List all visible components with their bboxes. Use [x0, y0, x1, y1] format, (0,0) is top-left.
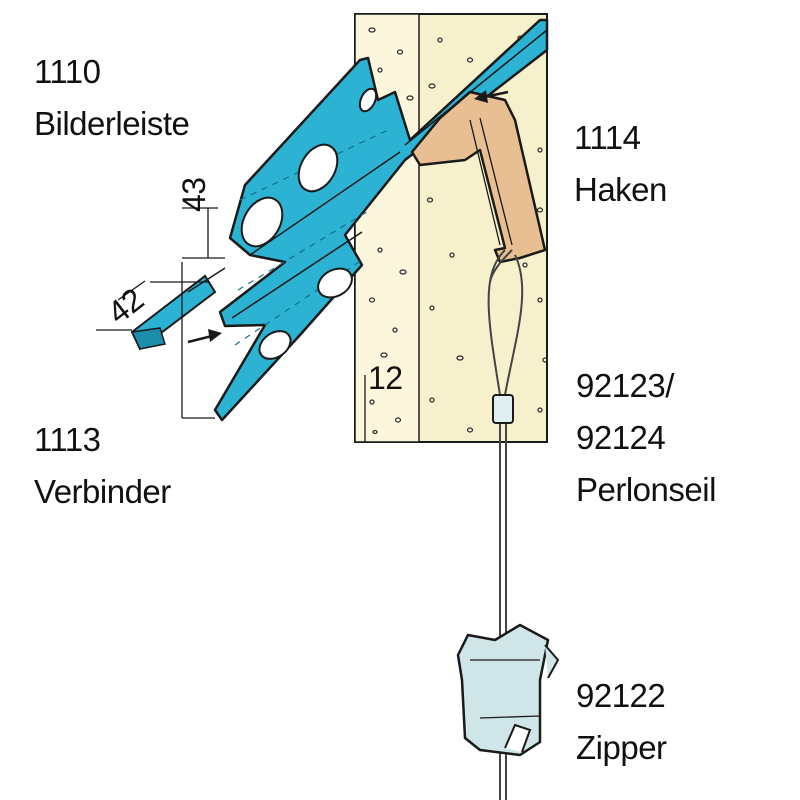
dimension-lines	[96, 207, 366, 442]
label-verbinder: 1113 Verbinder	[34, 414, 171, 518]
perlonseil-code-a: 92123/	[576, 367, 674, 404]
zipper-code: 92122	[576, 677, 666, 714]
cord-clamp	[492, 394, 514, 424]
picture-rail	[213, 18, 549, 422]
hook-arrow	[474, 90, 509, 103]
connector-piece	[130, 267, 226, 351]
connector-arrow	[187, 329, 222, 344]
bilderleiste-name: Bilderleiste	[34, 105, 190, 142]
wall-dimension-label: 12	[368, 360, 403, 396]
verbinder-name: Verbinder	[34, 473, 171, 510]
perlonseil-name: Perlonseil	[576, 471, 716, 508]
verbinder-code: 1113	[34, 421, 101, 458]
perlonseil-code-b: 92124	[576, 419, 666, 456]
zipper-device	[456, 623, 560, 757]
label-perlonseil: 92123/ 92124 Perlonseil	[576, 360, 716, 516]
label-zipper: 92122 Zipper	[576, 670, 667, 774]
zipper-name: Zipper	[576, 729, 667, 766]
label-bilderleiste: 1110 Bilderleiste	[34, 46, 190, 150]
height-dimension-label: 43	[176, 177, 212, 212]
label-haken: 1114 Haken	[574, 112, 667, 216]
haken-name: Haken	[574, 171, 667, 208]
haken-code: 1114	[574, 119, 641, 156]
bilderleiste-code: 1110	[34, 53, 101, 90]
hook	[410, 90, 547, 264]
